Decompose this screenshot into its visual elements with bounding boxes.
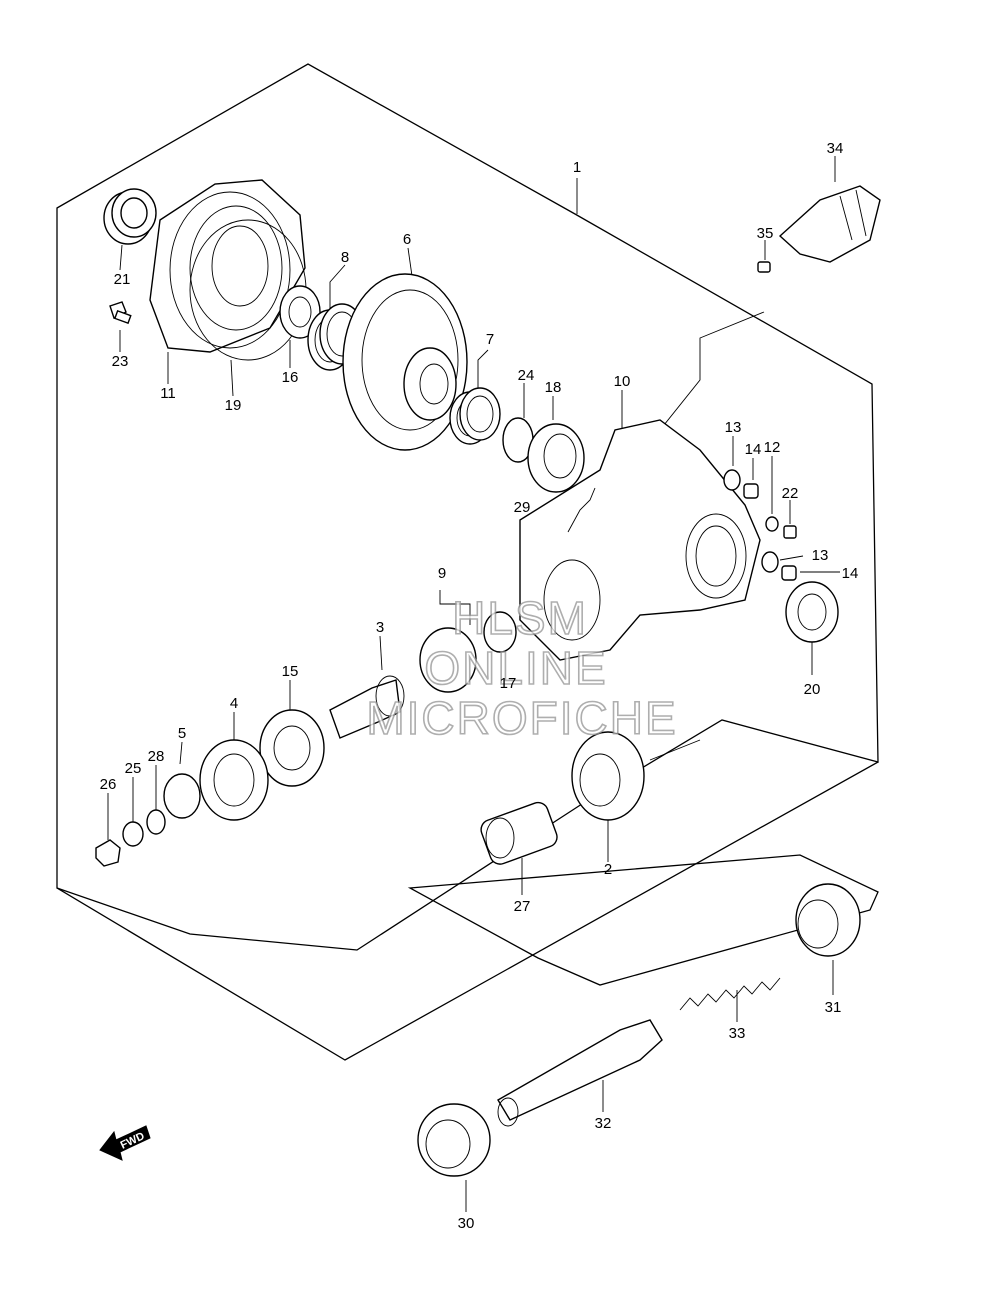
- callout-13-upper: 13: [725, 419, 742, 436]
- callout-5: 5: [178, 725, 186, 742]
- part-34-boot: [778, 185, 881, 263]
- part-2-oil-seal: [571, 731, 645, 821]
- callout-29: 29: [514, 499, 531, 516]
- callout-18: 18: [545, 379, 562, 396]
- callout-8: 8: [341, 249, 349, 266]
- part-5-spacer: [163, 773, 201, 819]
- fwd-label: FWD: [119, 1130, 147, 1151]
- part-13-washer-upper: [723, 469, 741, 491]
- callout-6: 6: [403, 231, 411, 248]
- watermark: HLSM ONLINE MICROFICHE: [366, 591, 677, 745]
- callout-31: 31: [825, 999, 842, 1016]
- part-14-plug-lower: [781, 565, 797, 581]
- part-10-housing: [519, 419, 761, 661]
- part-14-plug-upper: [743, 483, 759, 499]
- callout-30: 30: [458, 1215, 475, 1232]
- part-33-spring: [679, 977, 781, 1011]
- part-29-breather-pipe: [567, 487, 596, 533]
- assembly-boundary: [56, 63, 879, 951]
- callout-32: 32: [595, 1115, 612, 1132]
- part-26-nut: [95, 839, 121, 867]
- part-17-bearing: [483, 611, 517, 653]
- part-21-oil-seal: [103, 188, 157, 245]
- callout-20: 20: [804, 681, 821, 698]
- part-28-ring: [146, 809, 166, 835]
- callout-13-lower: 13: [812, 547, 829, 564]
- callout-3: 3: [376, 619, 384, 636]
- callout-27: 27: [514, 898, 531, 915]
- callout-14-lower: 14: [842, 565, 859, 582]
- callout-4: 4: [230, 695, 238, 712]
- callout-35: 35: [757, 225, 774, 242]
- shaft-group-boundary: [407, 854, 879, 986]
- callout-7: 7: [486, 331, 494, 348]
- callout-1: 1: [573, 159, 581, 176]
- part-11-cover: [149, 179, 306, 353]
- callout-14-upper: 14: [745, 441, 762, 458]
- callout-9: 9: [438, 565, 446, 582]
- part-3-drive-pinion: [329, 675, 405, 739]
- callout-26: 26: [100, 776, 117, 793]
- part-13-washer-lower: [761, 551, 779, 573]
- callout-23: 23: [112, 353, 129, 370]
- part-16-bearing: [279, 285, 321, 339]
- watermark-line2: ONLINE: [424, 642, 607, 694]
- part-15-bearing: [259, 709, 325, 787]
- part-32-drive-shaft: [497, 1019, 663, 1127]
- part-31-cup: [795, 883, 861, 957]
- callout-34: 34: [827, 140, 844, 157]
- watermark-line1: HLSM: [452, 592, 588, 644]
- callout-16: 16: [282, 369, 299, 386]
- callout-12: 12: [764, 439, 781, 456]
- part-12-washer: [765, 516, 779, 532]
- callout-10: 10: [614, 373, 631, 390]
- part-35-clamp: [757, 261, 771, 273]
- callout-labels: 1 21 23 11 19 16 8 6 7 24 18 10 13 14 12…: [100, 140, 859, 1232]
- callout-22: 22: [782, 485, 799, 502]
- callout-24: 24: [518, 367, 535, 384]
- part-9-shim: [419, 627, 477, 693]
- forward-arrow-icon: FWD: [99, 1125, 151, 1161]
- part-6-ring-gear: [342, 273, 468, 451]
- lower-frame: [56, 761, 879, 1061]
- callout-15: 15: [282, 663, 299, 680]
- part-20-oil-seal: [785, 581, 839, 643]
- callout-2: 2: [604, 861, 612, 878]
- callout-11: 11: [160, 385, 176, 402]
- part-30-cup: [417, 1103, 491, 1177]
- part-7-shim-set: [449, 387, 501, 445]
- part-25-washer: [122, 821, 144, 847]
- watermark-line3: MICROFICHE: [366, 692, 677, 744]
- part-18-bearing: [527, 423, 585, 493]
- part-23-bolt: [109, 301, 132, 325]
- callout-28: 28: [148, 748, 165, 765]
- callout-33: 33: [729, 1025, 746, 1042]
- callout-19: 19: [225, 397, 242, 414]
- callout-25: 25: [125, 760, 142, 777]
- callout-21: 21: [114, 271, 131, 288]
- callout-17: 17: [500, 675, 517, 692]
- part-22-bolt: [783, 525, 797, 539]
- part-27-bushing: [480, 801, 558, 865]
- part-4-bearing: [199, 739, 269, 821]
